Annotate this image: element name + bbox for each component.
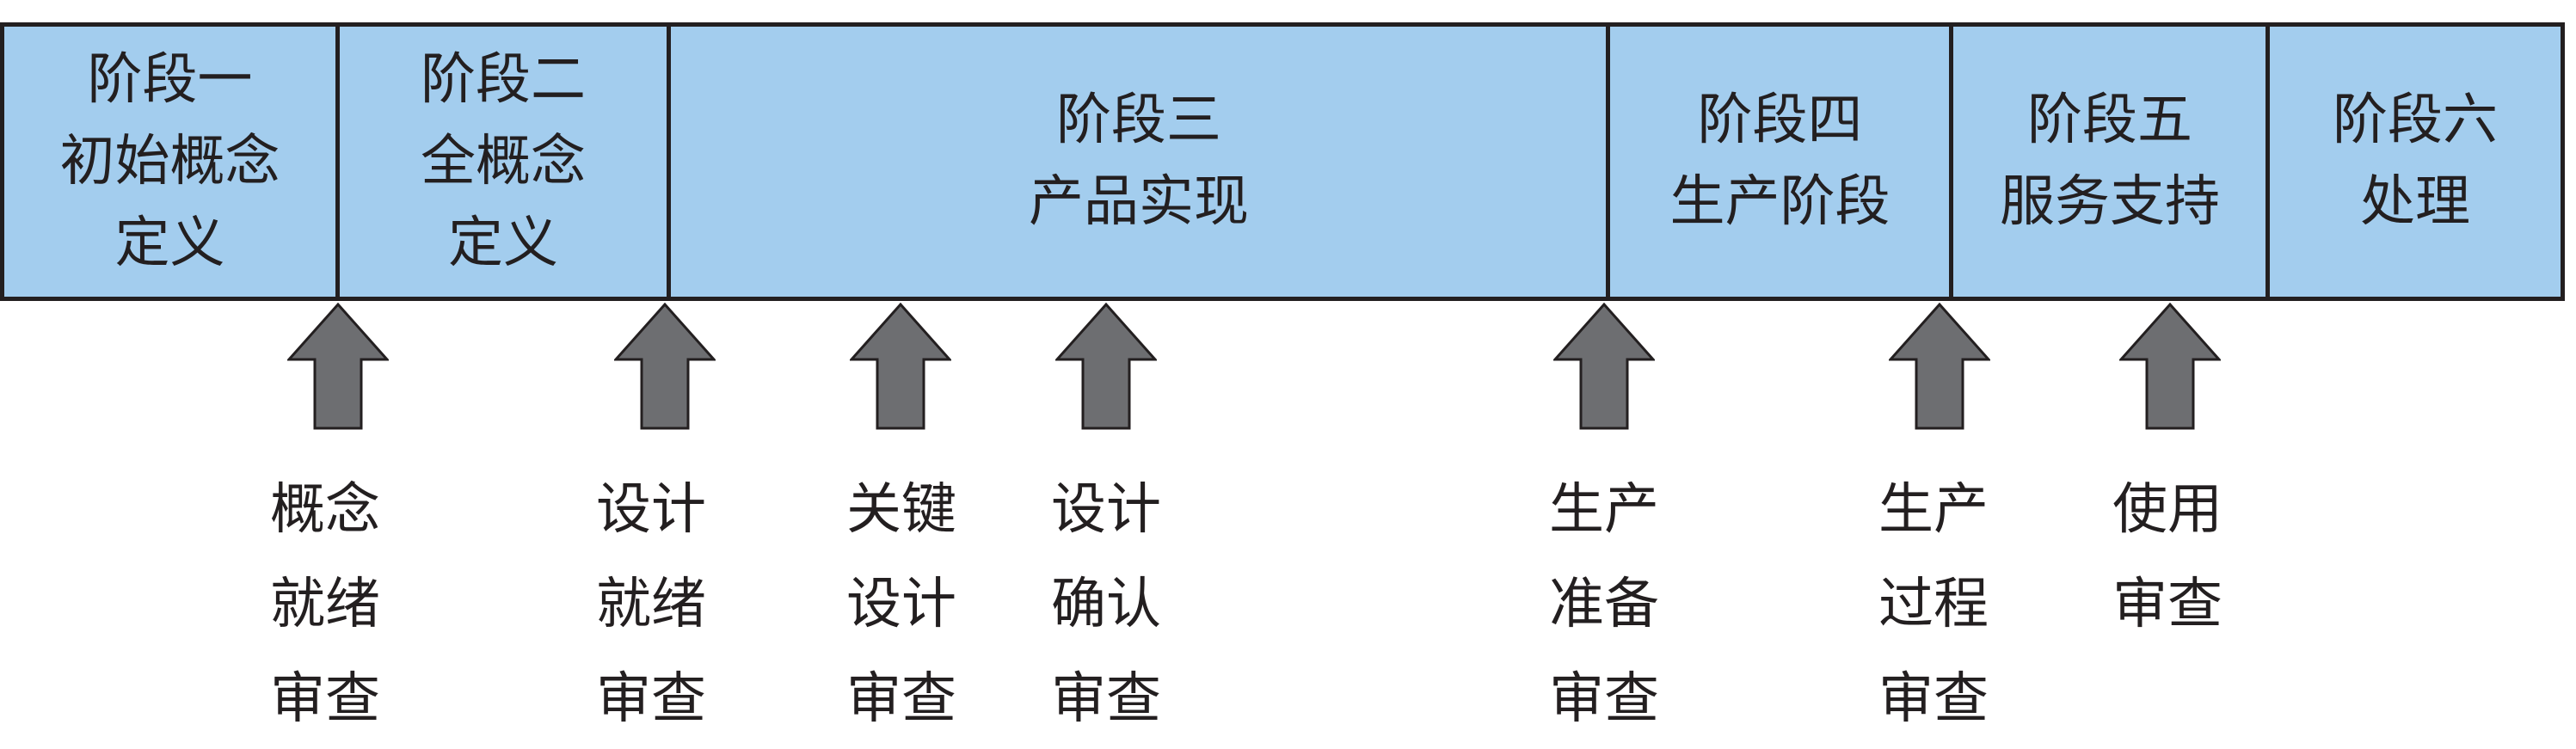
stage-divider (335, 27, 340, 297)
stage-4-label: 阶段四 生产阶段 (1669, 89, 1891, 234)
review-label: 概念 就绪 审查 (270, 478, 380, 731)
up-arrow-icon (614, 303, 716, 430)
stage-1: 阶段一 初始概念 定义 (4, 27, 335, 297)
stage-4: 阶段四 生产阶段 (1610, 27, 1950, 297)
up-arrow-icon (2119, 303, 2221, 430)
review-label: 生产 过程 审查 (1878, 478, 1989, 731)
stage-3-label: 阶段三 产品实现 (1029, 89, 1249, 234)
stage-bar: 阶段一 初始概念 定义 阶段二 全概念 定义 阶段三 产品实现 阶段四 生产阶段… (0, 22, 2565, 301)
review-label: 设计 就绪 审查 (596, 478, 706, 731)
up-arrow-icon (1553, 303, 1655, 430)
review-label: 生产 准备 审查 (1549, 478, 1659, 731)
stage-6: 阶段六 处理 (2270, 27, 2561, 297)
stage-divider (2266, 27, 2270, 297)
stage-divider (1949, 27, 1953, 297)
stage-divider (667, 27, 671, 297)
up-arrow-icon (1889, 303, 1990, 430)
stage-3: 阶段三 产品实现 (671, 27, 1607, 297)
review-label: 关键 设计 审查 (846, 478, 956, 731)
up-arrow-icon (1055, 303, 1157, 430)
stage-2-label: 阶段二 全概念 定义 (421, 47, 586, 275)
up-arrow-icon (850, 303, 951, 430)
stage-6-label: 阶段六 处理 (2333, 89, 2498, 234)
stage-1-label: 阶段一 初始概念 定义 (59, 47, 280, 275)
review-label: 设计 确认 审查 (1051, 478, 1161, 731)
up-arrow-icon (287, 303, 389, 430)
review-label: 使用 审查 (2112, 478, 2222, 636)
stage-divider (1606, 27, 1610, 297)
stage-5-label: 阶段五 服务支持 (2000, 89, 2220, 234)
stage-2: 阶段二 全概念 定义 (340, 27, 667, 297)
stage-5: 阶段五 服务支持 (1953, 27, 2266, 297)
